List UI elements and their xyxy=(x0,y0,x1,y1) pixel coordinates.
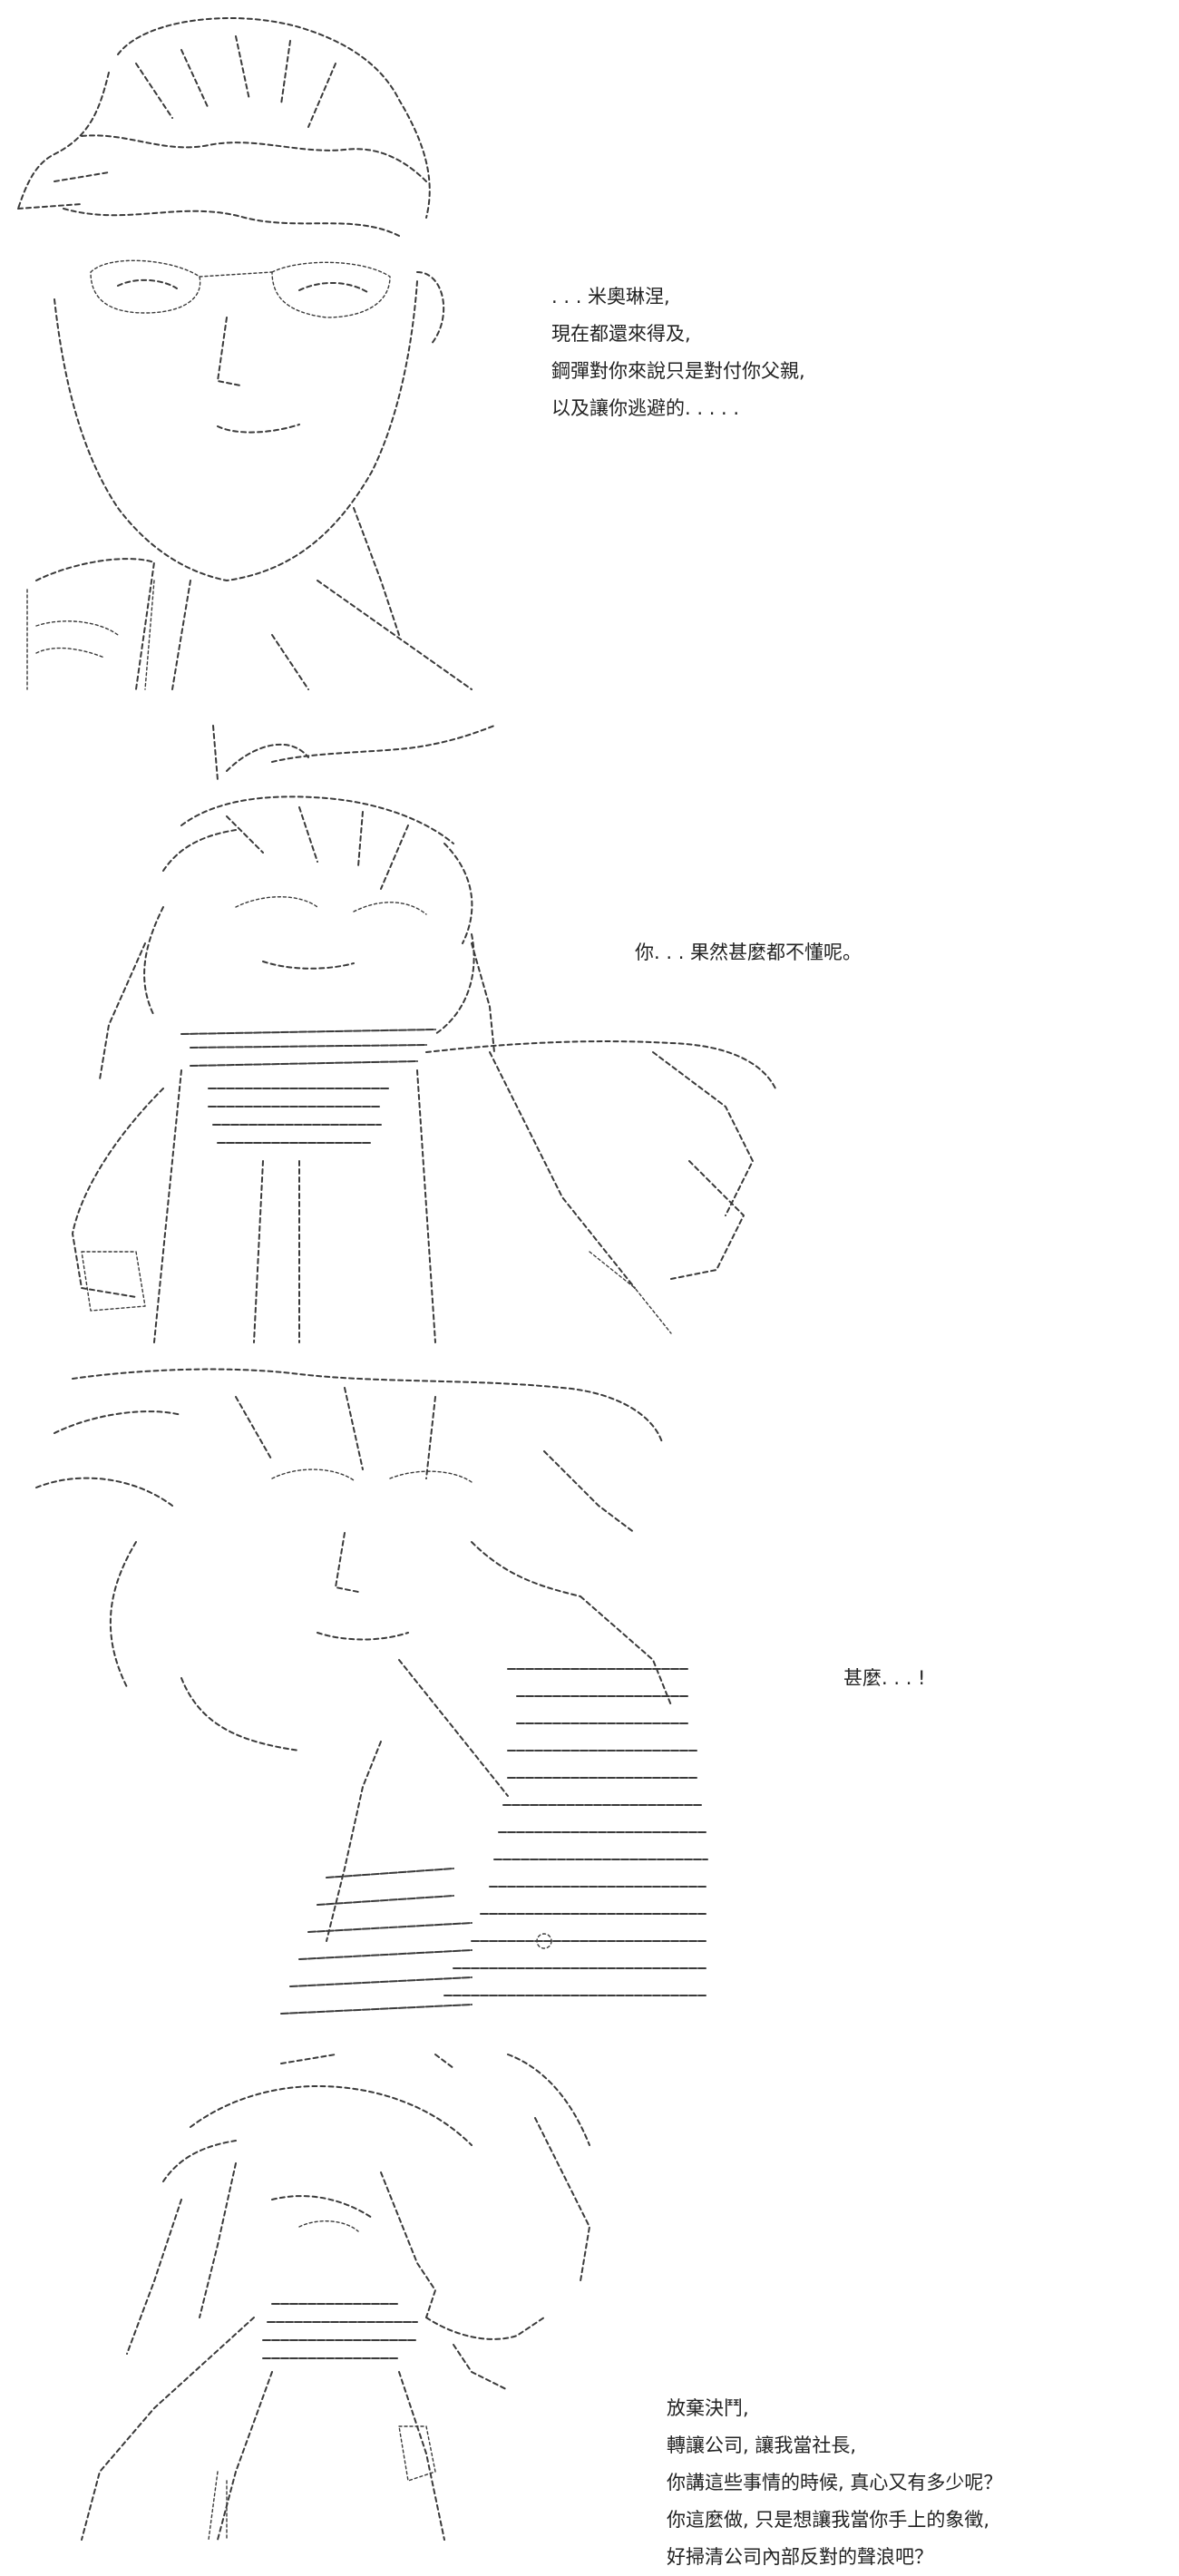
dialogue-line: 現在都還來得及, xyxy=(551,323,691,345)
manga-panel-1: . . . 米奧琳涅, 現在都還來得及, 鋼彈對你來說只是對付你父親, 以及讓你… xyxy=(0,0,1179,690)
dialogue-line: 你講這些事情的時候, 真心又有多少呢？ xyxy=(667,2472,1003,2493)
manga-panel-4: 放棄決鬥, 轉讓公司, 讓我當社長, 你講這些事情的時候, 真心又有多少呢？ 你… xyxy=(0,2045,1179,2568)
dialogue-line: 以及讓你逃避的. . . . . xyxy=(551,397,740,419)
dialogue-line: . . . 米奧琳涅, xyxy=(551,286,670,307)
dialogue-line: 甚麼. . . ! xyxy=(843,1667,926,1689)
character-art-profile-girl xyxy=(81,2054,590,2541)
dialogue-line: 你. . . 果然甚麼都不懂呢。 xyxy=(635,942,862,963)
speech-text: 放棄決鬥, 轉讓公司, 讓我當社長, 你講這些事情的時候, 真心又有多少呢？ 你… xyxy=(667,2390,1002,2576)
character-art-shocked-girl xyxy=(35,1368,708,2015)
speech-text: 你. . . 果然甚麼都不懂呢。 xyxy=(635,934,862,971)
speech-text: 甚麼. . . ! xyxy=(843,1660,925,1697)
speech-text: . . . 米奧琳涅, 現在都還來得及, 鋼彈對你來說只是對付你父親, 以及讓你… xyxy=(551,278,805,427)
manga-panel-3: 甚麼. . . ! xyxy=(0,1361,1179,2032)
character-art-reaching-girl xyxy=(72,725,776,1343)
manga-panel-2: 你. . . 果然甚麼都不懂呢。 xyxy=(0,707,1179,1343)
dialogue-line: 放棄決鬥, xyxy=(667,2397,749,2419)
character-art-young-man-glasses xyxy=(17,17,473,690)
dialogue-line: 鋼彈對你來說只是對付你父親, xyxy=(551,360,805,382)
dialogue-line: 轉讓公司, 讓我當社長, xyxy=(667,2435,857,2456)
dialogue-line: 你這麼做, 只是想讓我當你手上的象徵, xyxy=(667,2509,990,2531)
dialogue-line: 好掃清公司內部反對的聲浪吧？ xyxy=(667,2546,933,2568)
